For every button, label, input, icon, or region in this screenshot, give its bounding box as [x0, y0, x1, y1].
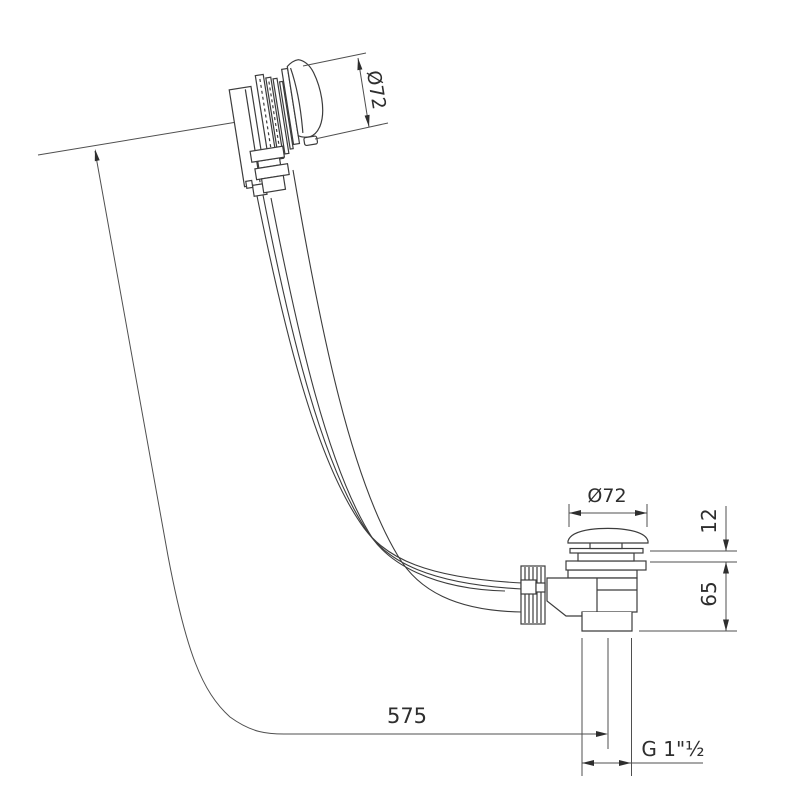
drain-valve: [520, 527, 649, 632]
drain-body: [546, 577, 638, 617]
bath-wall-reference-line: [37, 121, 238, 156]
drain-tailpipe: [581, 612, 633, 632]
flexible-hose: [255, 169, 523, 613]
drain-plate: [569, 547, 644, 554]
overflow-cap-tab: [303, 135, 319, 147]
drain-cap-diameter-label: Ø72: [587, 485, 626, 507]
dimension-cable-length: 575: [94, 149, 608, 737]
cable-connector: [520, 579, 537, 595]
cable-nut: [520, 565, 546, 625]
dimension-thread-size: G 1"½: [581, 638, 705, 776]
thread-size-label: G 1"½: [641, 737, 704, 761]
drain-body-height-label: 65: [697, 581, 721, 606]
drain-flange: [565, 560, 647, 571]
overflow-assembly: [228, 59, 324, 197]
cable-length-label: 575: [387, 704, 427, 728]
drain-cap-height-label: 12: [697, 508, 721, 533]
dimension-drain-heights: 12 65: [639, 506, 737, 632]
hose-outlet: [260, 174, 287, 194]
dimension-overflow-cap-diameter: Ø72: [302, 52, 390, 140]
hose-collar: [249, 145, 286, 163]
drain-cap-dome: [567, 527, 649, 544]
dimension-drain-cap-diameter: Ø72: [568, 485, 648, 527]
overflow-cap-diameter-label: Ø72: [362, 69, 390, 111]
